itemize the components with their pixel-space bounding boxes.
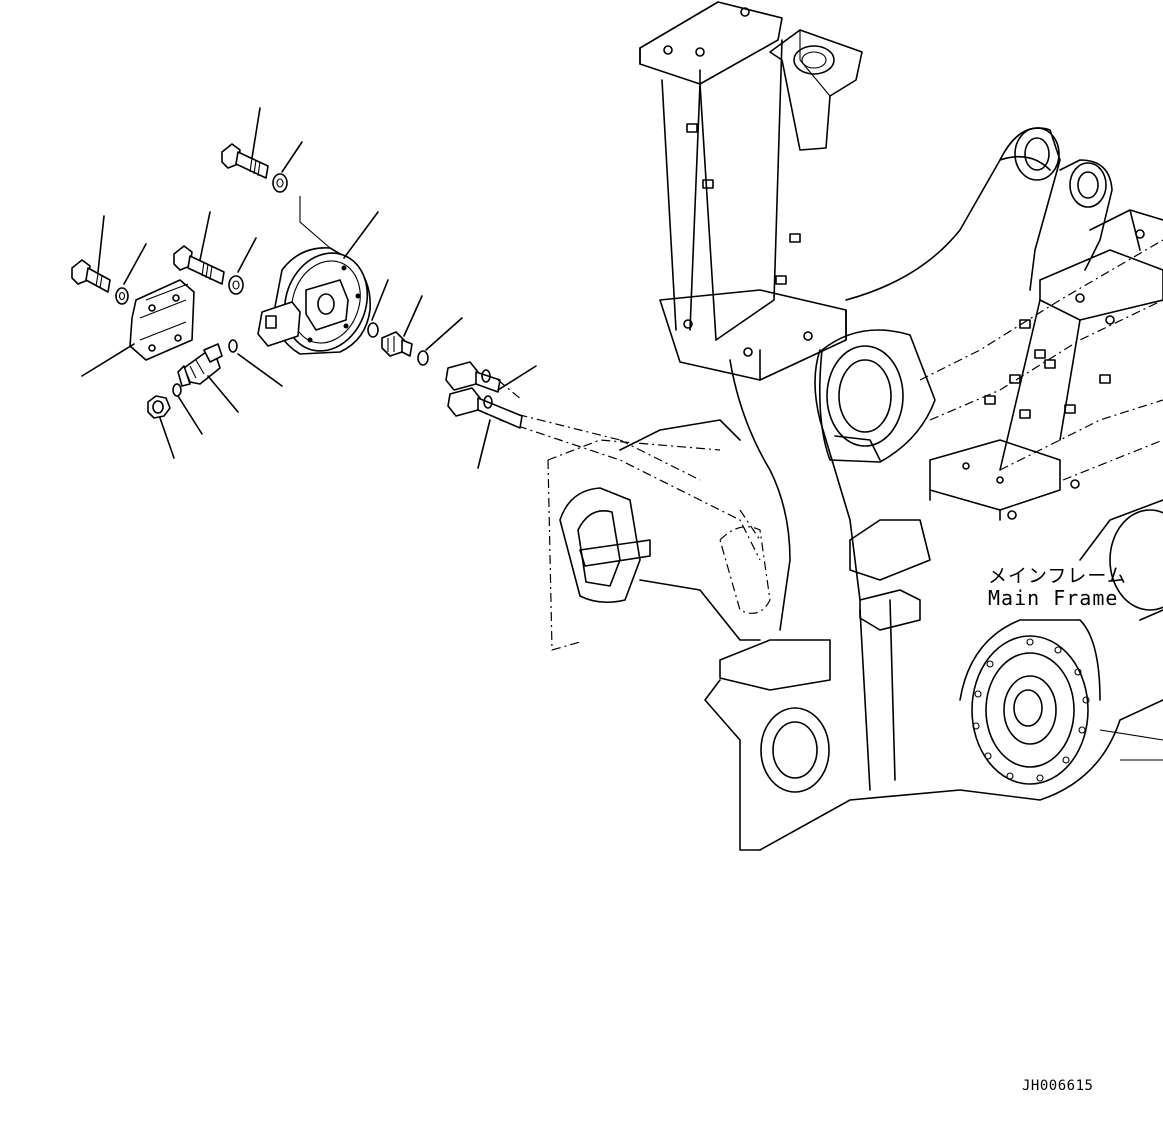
- washer-middle: [228, 275, 244, 295]
- bolt-left: [71, 259, 111, 293]
- main-frame-label-japanese: メインフレーム: [988, 565, 1127, 587]
- o-ring-lower: [172, 383, 182, 397]
- o-ring-small: [228, 339, 238, 353]
- bolt-upper: [221, 143, 269, 179]
- fitting-right: [381, 331, 413, 357]
- housing: [257, 196, 371, 355]
- washer-left: [115, 287, 129, 305]
- washer-upper: [272, 173, 288, 193]
- hose-pair: [445, 361, 523, 429]
- o-ring-hose: [417, 350, 429, 366]
- elbow-fitting: [177, 343, 223, 387]
- o-ring-right: [367, 322, 379, 338]
- main-frame-label-english: Main Frame: [988, 586, 1119, 610]
- bracket-plate: [129, 279, 195, 361]
- main-frame-drawing: [499, 1, 1163, 851]
- bolt-middle: [173, 245, 225, 285]
- nut: [147, 395, 171, 419]
- drawing-code: JH006615: [1022, 1078, 1094, 1094]
- leader-lines: [81, 107, 537, 469]
